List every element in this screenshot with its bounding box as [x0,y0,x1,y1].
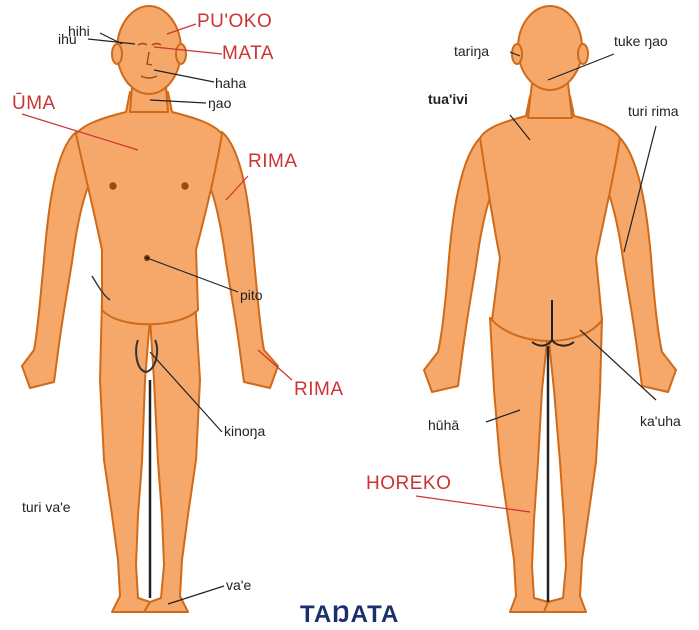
label-ihu: ihu [58,32,77,46]
label-vae: va'e [226,578,251,592]
label-uma: ŪMA [12,94,56,113]
label-mata: MATA [222,44,274,63]
label-huha: hūhā [428,418,459,432]
label-haha: haha [215,76,246,90]
label-turi-vae: turi va'e [22,500,71,514]
label-rima-upper: RIMA [248,152,298,171]
diagram-title: TAŊATA [300,603,399,627]
label-rima-lower: RIMA [294,380,344,399]
label-turi-rima: turi rima [628,104,679,118]
label-taringa: tariŋa [454,44,489,58]
label-horeko: HOREKO [366,474,451,493]
label-puoko: PU'OKO [197,12,272,31]
label-pito: pito [240,288,263,302]
label-tuke-ngao: tuke ŋao [614,34,668,48]
label-kauha: ka'uha [640,414,681,428]
label-ngao: ŋao [208,96,231,110]
label-tuaivi: tua'ivi [428,92,468,106]
label-kinonga: kinoŋa [224,424,265,438]
